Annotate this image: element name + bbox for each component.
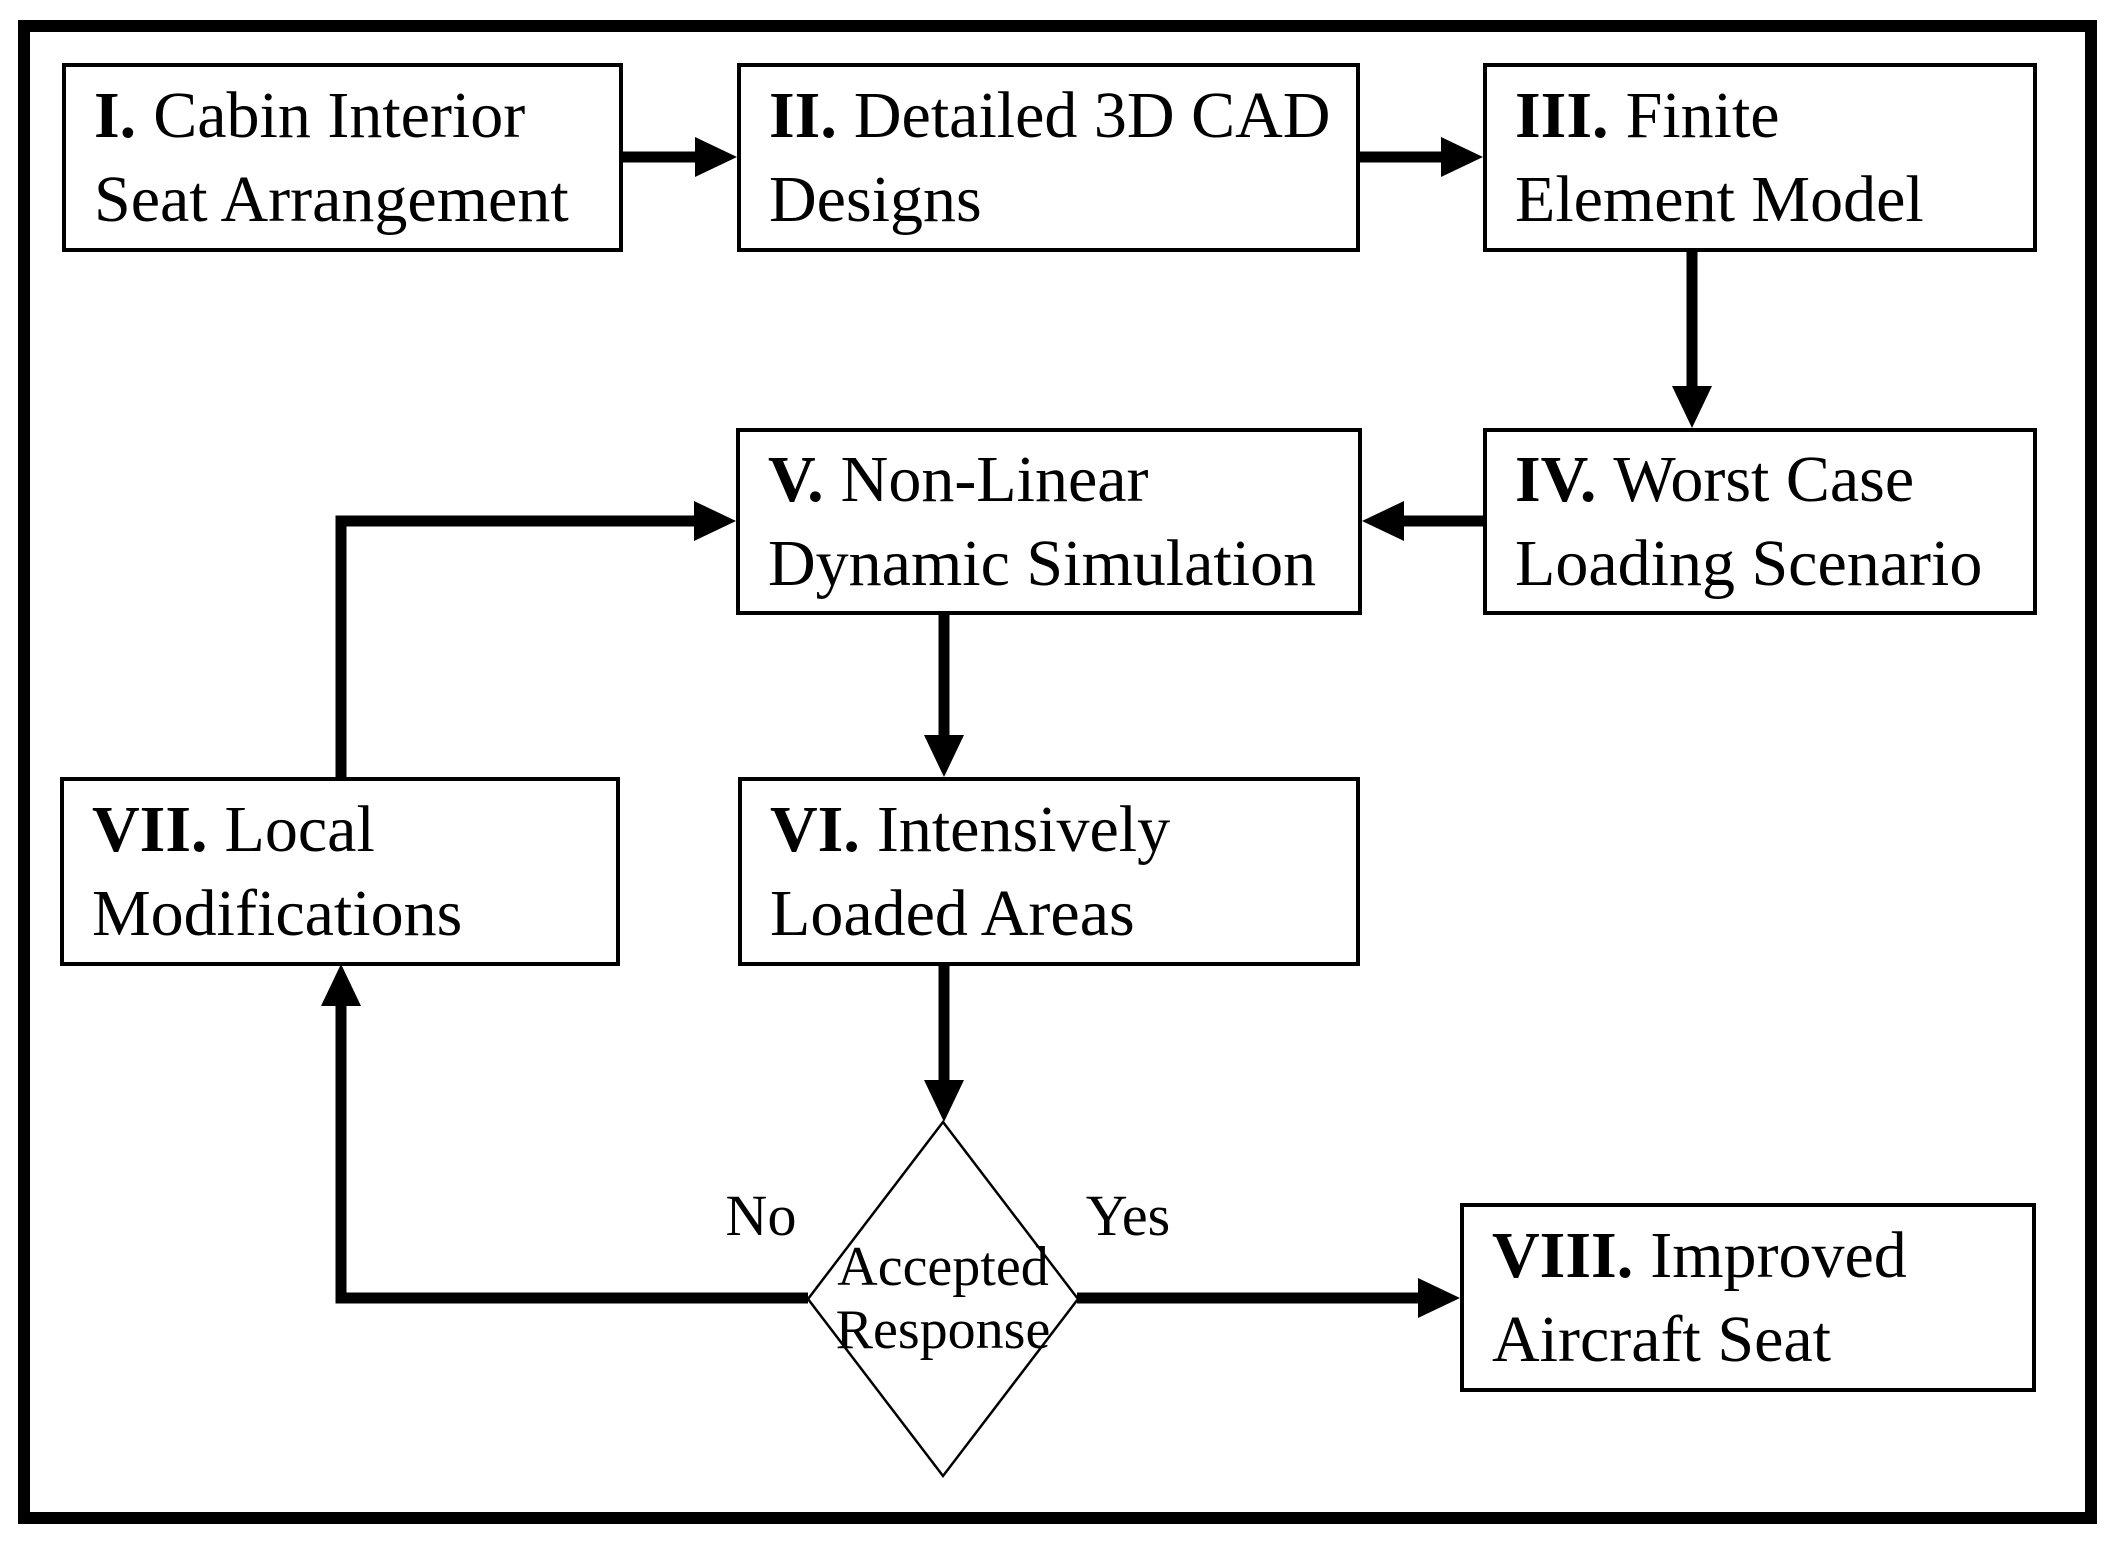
flow-box-vii-line2: Modifications: [92, 876, 463, 950]
arrow-vii-to-v-head: [694, 501, 736, 541]
flow-box-i-line2: Seat Arrangement: [94, 162, 569, 236]
flow-box-iv-line1: IV.Worst Case: [1515, 442, 1915, 516]
decision-label-line1: Accepted: [837, 1236, 1049, 1298]
flow-box-vi: VI.Intensively Loaded Areas: [738, 777, 1360, 966]
flow-box-iii-line2: Element Model: [1515, 162, 1924, 236]
flow-box-ii-line2: Designs: [769, 162, 982, 236]
flow-box-vii-line1: VII.Local: [92, 792, 375, 866]
flow-box-viii-line2: Aircraft Seat: [1492, 1302, 1831, 1376]
yes-branch-label: Yes: [1085, 1183, 1171, 1248]
flow-box-vi-line1: VI.Intensively: [770, 792, 1171, 866]
arrow-ii-to-iii-head: [1441, 137, 1483, 177]
decision-diamond-shape: [806, 1119, 1080, 1479]
decision-label-line2: Response: [835, 1299, 1051, 1361]
arrow-no-branch-head: [321, 964, 361, 1006]
no-branch-label: No: [725, 1183, 797, 1248]
flow-box-i: I.Cabin Interior Seat Arrangement: [62, 63, 623, 252]
arrow-iv-to-v-head: [1362, 501, 1404, 541]
flow-box-ii-line1: II.Detailed 3D CAD: [769, 78, 1331, 152]
flow-box-v: V.Non-Linear Dynamic Simulation: [736, 428, 1362, 615]
flow-box-i-line1: I.Cabin Interior: [94, 78, 526, 152]
arrow-no-branch-line: [335, 1006, 808, 1304]
figure-border: [18, 20, 2097, 1524]
arrow-vii-to-v-line: [335, 515, 696, 777]
flow-box-vi-line2: Loaded Areas: [770, 876, 1135, 950]
decision-diamond-label: Accepted Response: [743, 1236, 1143, 1362]
arrow-iii-to-iv-head: [1672, 386, 1712, 428]
arrow-vi-to-decision-head: [924, 1080, 964, 1122]
flow-box-iv-line2: Loading Scenario: [1515, 526, 1983, 600]
flow-box-iii: III.Finite Element Model: [1483, 63, 2037, 252]
arrow-i-to-ii-head: [695, 137, 737, 177]
arrow-yes-branch-head: [1418, 1278, 1460, 1318]
flow-box-iv: IV.Worst Case Loading Scenario: [1483, 428, 2037, 615]
flow-box-ii: II.Detailed 3D CAD Designs: [737, 63, 1360, 252]
flow-box-v-line1: V.Non-Linear: [768, 442, 1149, 516]
flow-box-viii-line1: VIII.Improved: [1492, 1218, 1907, 1292]
flow-box-vii: VII.Local Modifications: [60, 777, 620, 966]
arrow-v-to-vi-head: [924, 735, 964, 777]
flow-box-iii-line1: III.Finite: [1515, 78, 1780, 152]
flow-box-viii: VIII.Improved Aircraft Seat: [1460, 1203, 2036, 1392]
flow-box-v-line2: Dynamic Simulation: [768, 526, 1317, 600]
